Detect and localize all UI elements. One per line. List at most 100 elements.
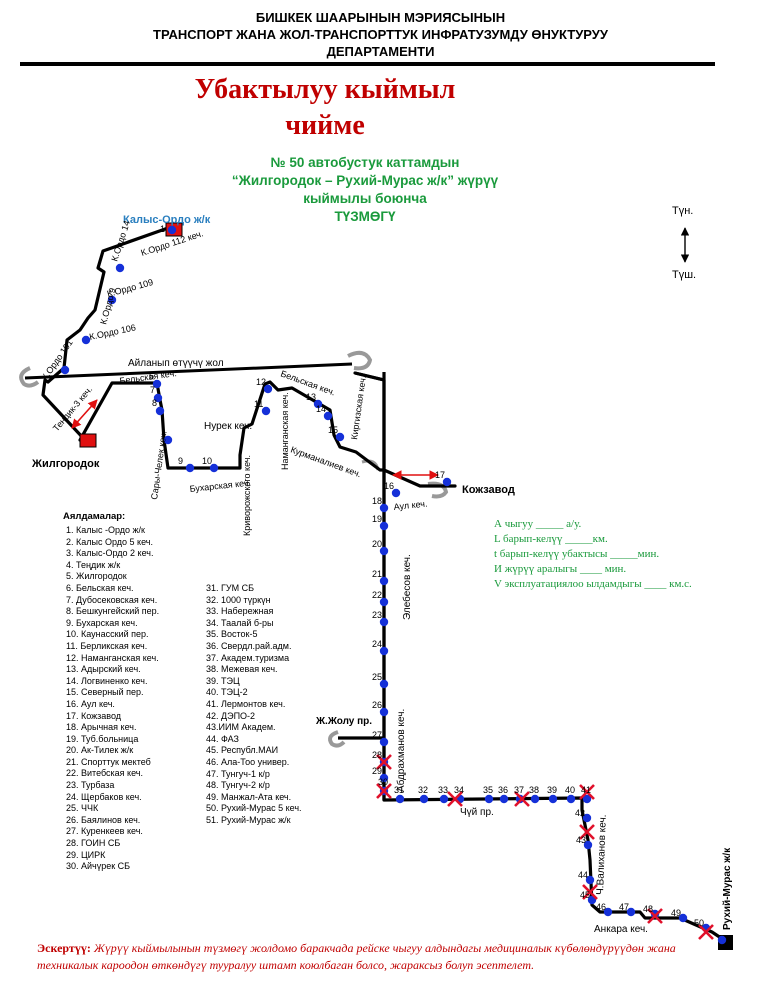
bus-stop-marker (335, 432, 345, 442)
bus-stop-marker (379, 546, 389, 556)
stop-number: 10 (202, 456, 212, 466)
stop-number: 13 (306, 392, 316, 402)
bus-stop-marker (115, 263, 125, 273)
stop-number: 35 (483, 785, 493, 795)
stop-list-item: 9. Бухарская кеч. (66, 617, 138, 628)
label-k-ordo-106: К.Ордо 106 (88, 322, 136, 342)
stop-number: 21 (372, 569, 382, 579)
formula-line-2: L барып-келүү _____км. (494, 533, 608, 545)
stop-list-item: 29. ЦИРК (66, 849, 106, 860)
stop-number: 18 (372, 496, 382, 506)
bus-stop-marker (548, 794, 558, 804)
bus-stop-marker (107, 295, 117, 305)
stop-list-item: 4. Теңдик ж/к (66, 559, 121, 570)
subtitle-line-1: № 50 автобустук каттамдын (270, 155, 460, 170)
stop-number: 20 (372, 539, 382, 549)
label-zh-zholu: Ж.Жолу пр. (315, 716, 372, 727)
stop-number: 39 (547, 785, 557, 795)
stop-number: 12 (256, 377, 266, 387)
stop-list-item: 37. Академ.туризма (206, 652, 290, 663)
turnaround-west-icon (19, 366, 40, 388)
stop-number: 50 (694, 918, 704, 928)
stop-list-item: 32. 1000 түркүн (206, 594, 271, 605)
label-nurek: Нурек кеч. (204, 421, 252, 432)
stop-list-item: 34. Таалай б-ры (206, 617, 274, 628)
stop-list-item: 30. Айчүрек СБ (66, 861, 131, 872)
stop-list-item: 43.ИИМ Академ. (206, 722, 276, 733)
stop-number: 24 (372, 639, 382, 649)
stop-list-item: 47. Тунгуч-1 к/р (206, 768, 270, 779)
bus-stop-marker (313, 399, 323, 409)
bus-stop-marker (566, 794, 576, 804)
bus-stop-marker (152, 379, 162, 389)
bus-stop-marker (167, 225, 177, 235)
label-ring-road: Айланып өтүүчү жол (128, 358, 224, 369)
label-kalys-ordo: Калыс-Ордо ж/к (123, 214, 211, 226)
stop-number: 7 (150, 385, 155, 395)
stop-number: 19 (372, 514, 382, 524)
stop-list-item: 20. Ак-Тилек ж/к (66, 745, 134, 756)
stop-list-item: 21. Спорттук мектеб (66, 756, 151, 767)
stop-list-item: 48. Тунгуч-2 к/р (206, 780, 270, 791)
stop-list-item: 10. Каунасский пер. (66, 629, 149, 640)
bus-stop-marker (717, 935, 727, 945)
bus-stop-marker (484, 794, 494, 804)
stop-number: 28 (372, 750, 382, 760)
bus-stop-marker (419, 794, 429, 804)
stop-list-item: 26. Баялинов кеч. (66, 814, 141, 825)
stop-list-item: 8. Бешкунгейский пер. (66, 606, 160, 617)
stop-number: 41 (581, 785, 591, 795)
bus-stop-marker (530, 794, 540, 804)
closed-stop-cross-icon (376, 754, 392, 770)
closed-stop-cross-icon (514, 791, 530, 807)
stop-number: 37 (514, 785, 524, 795)
terminal-zhilgorodok-icon (79, 433, 97, 448)
stop-number: 6 (149, 371, 154, 381)
stop-number: 40 (565, 785, 575, 795)
header-line-3: ДЕПАРТАМЕНТИ (326, 44, 435, 59)
bus-stop-marker (442, 477, 452, 487)
stop-list-item: 23. Турбаза (66, 780, 115, 791)
stop-list-item: 11. Берликская кеч. (66, 640, 148, 651)
formula-line-5: V эксплуатациялоо ылдамдыгы ____ км.с. (494, 578, 692, 590)
stop-number: 45 (580, 890, 590, 900)
bus-stop-marker (379, 521, 389, 531)
label-valikhanov: Ч.Валиханов кеч. (595, 814, 609, 895)
bus-stop-marker (209, 463, 219, 473)
label-kirgizskaya: Киргизская кеч. (349, 375, 368, 440)
stop-list-item: 39. ТЭЦ (206, 675, 240, 686)
stop-list-item: 6. Бельская кеч. (66, 582, 134, 593)
stop-list-item: 51. Рухий-Мурас ж/к (206, 814, 291, 825)
stop-number: 47 (619, 902, 629, 912)
label-rukhiy-muras: Рухий-Мурас ж/к (722, 847, 733, 930)
stop-list-item: 17. Кожзавод (66, 710, 122, 721)
stop-list-item: 31. ГУМ СБ (206, 583, 255, 593)
formula-line-4: И жүрүү аралыгы ____ мин. (494, 563, 627, 575)
stop-number: 38 (529, 785, 539, 795)
stop-number: 48 (643, 904, 653, 914)
legend-title: Аялдамалар: (63, 511, 126, 522)
stop-list-item: 5. Жилгородок (66, 571, 127, 582)
stop-number: 30 (378, 777, 388, 787)
stop-list-item: 33. Набережная (206, 606, 274, 617)
route-line (41, 226, 728, 944)
title-line-2: чийме (285, 110, 365, 141)
bus-stop-marker (185, 463, 195, 473)
header-line-1: БИШКЕК ШААРЫНЫН МЭРИЯСЫНЫН (255, 10, 506, 25)
stop-number: 27 (372, 730, 382, 740)
bus-stop-marker (379, 773, 389, 783)
bus-stop-marker (379, 646, 389, 656)
bus-stop-marker (439, 794, 449, 804)
bus-stop-marker (379, 617, 389, 627)
stop-number: 14 (316, 404, 326, 414)
stop-list-item: 1. Калыс -Ордо ж/к (66, 525, 145, 535)
stop-list-item: 27. Куренкеев кеч. (66, 826, 143, 837)
bus-stop-marker (582, 813, 592, 823)
stop-list-item: 36. Свердл.рай.адм. (206, 640, 292, 651)
direction-arrow-tendik (71, 399, 98, 429)
stop-list-item: 41. Лермонтов кеч. (206, 698, 286, 709)
stop-list-item: 19. Туб.больница (66, 733, 139, 744)
footnote: Эскертүү: Жүрүү кыймылынын түзмөгү жолдо… (37, 940, 737, 974)
